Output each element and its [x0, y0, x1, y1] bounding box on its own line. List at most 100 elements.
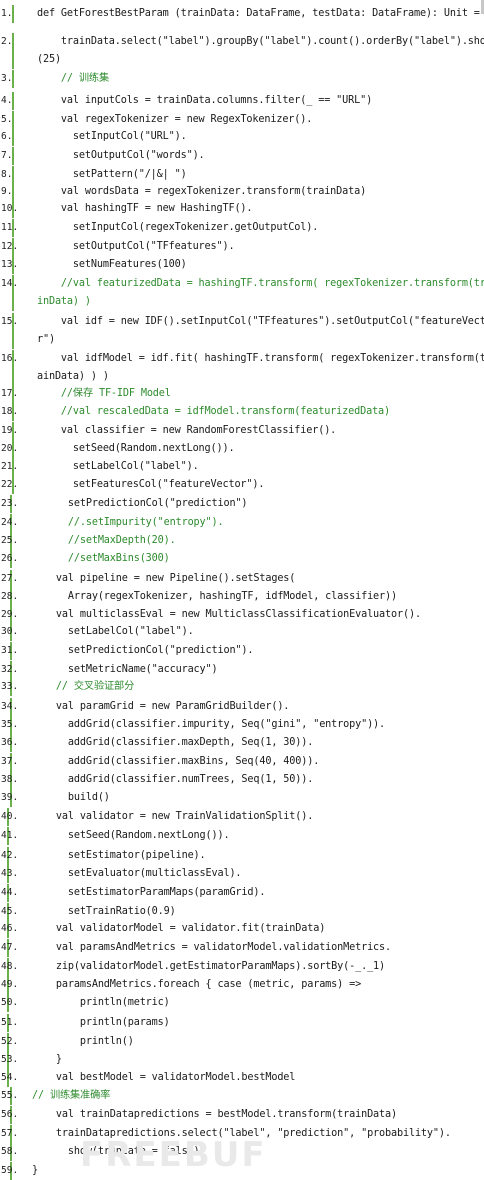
line-number: 1. — [1, 8, 13, 19]
line-number: 43. — [1, 868, 19, 879]
code-text[interactable]: // 交叉验证部分 — [32, 681, 135, 692]
line-gutter-bar — [12, 440, 14, 458]
code-line: 46. val validatorModel = validator.fit(t… — [0, 920, 484, 938]
code-text[interactable]: show(truncate = false) — [32, 1146, 200, 1157]
line-number: 49. — [1, 979, 19, 990]
code-text[interactable]: //保存 TF-IDF Model — [37, 388, 171, 399]
code-text[interactable]: setLabelCol("label"). — [37, 461, 199, 472]
code-text[interactable]: setPattern("/|&| ") — [37, 169, 187, 180]
code-text[interactable]: setEstimatorParamMaps(paramGrid). — [32, 887, 266, 898]
line-number: 23. — [1, 498, 19, 509]
code-text[interactable]: setOutputCol("words"). — [37, 150, 205, 161]
code-line: 23. setPredictionCol("prediction") — [0, 495, 484, 513]
code-text[interactable]: val idfModel = idf.fit( hashingTF.transf… — [37, 353, 484, 364]
code-text-wrap[interactable]: r") — [37, 334, 55, 345]
code-text[interactable]: println() — [32, 1036, 134, 1047]
code-text[interactable]: setPredictionCol("prediction"). — [32, 645, 254, 656]
line-number: 17. — [1, 388, 19, 399]
code-line: 26. //setMaxBins(300) — [0, 550, 484, 568]
code-text[interactable]: val trainDatapredictions = bestModel.tra… — [32, 1109, 397, 1120]
code-text[interactable]: val validatorModel = validator.fit(train… — [32, 923, 326, 934]
code-text[interactable]: setEstimator(pipeline). — [32, 850, 206, 861]
code-text[interactable]: setEvaluator(multiclassEval). — [32, 868, 242, 879]
line-gutter-bar — [12, 166, 14, 184]
code-text[interactable]: addGrid(classifier.numTrees, Seq(1, 50))… — [32, 774, 314, 785]
code-text-wrap[interactable]: ainData) ) ) — [37, 371, 109, 382]
line-gutter-bar — [7, 958, 9, 976]
code-text[interactable]: setInputCol("URL"). — [37, 131, 187, 142]
code-text[interactable]: setSeed(Random.nextLong()). — [32, 830, 230, 841]
code-text[interactable]: def GetForestBestParam (trainData: DataF… — [37, 8, 484, 19]
code-text[interactable]: val bestModel = validatorModel.bestModel — [32, 1072, 296, 1083]
code-text[interactable]: val regexTokenizer = new RegexTokenizer(… — [37, 114, 313, 125]
line-number: 55. — [1, 1090, 19, 1101]
code-text[interactable]: val pipeline = new Pipeline().setStages( — [32, 573, 296, 584]
code-text[interactable]: trainData.select("label").groupBy("label… — [37, 36, 484, 47]
line-gutter-bar — [7, 1014, 9, 1032]
line-gutter-bar — [7, 884, 9, 902]
code-text[interactable]: // 训练集准确率 — [32, 1090, 111, 1101]
code-text[interactable]: paramsAndMetrics.foreach { case (metric,… — [32, 979, 362, 990]
line-gutter-bar — [10, 532, 12, 550]
code-line: 32. setMetricName("accuracy") — [0, 661, 484, 679]
code-text[interactable]: //.setImpurity("entropy"). — [32, 517, 224, 528]
code-line: 9. val wordsData = regexTokenizer.transf… — [0, 183, 484, 201]
line-gutter-bar — [10, 1162, 12, 1180]
code-line: 39. build() — [0, 789, 484, 807]
code-text[interactable]: println(params) — [32, 1017, 170, 1028]
line-number: 53. — [1, 1054, 19, 1065]
code-line: 50. println(metric) — [0, 994, 484, 1012]
code-text[interactable]: setTrainRatio(0.9) — [32, 906, 176, 917]
code-text[interactable]: setOutputCol("TFfeatures"). — [37, 241, 235, 252]
line-number: 36. — [1, 737, 19, 748]
line-gutter-bar — [12, 183, 14, 201]
line-gutter-bar — [12, 256, 14, 274]
code-text[interactable]: setLabelCol("label"). — [32, 626, 194, 637]
code-text-wrap[interactable]: (25) — [37, 54, 61, 65]
code-text[interactable]: Array(regexTokenizer, hashingTF, idfMode… — [32, 591, 397, 602]
scrollbar-thumb[interactable] — [481, 0, 484, 14]
code-text[interactable]: setMetricName("accuracy") — [32, 664, 218, 675]
line-number: 35. — [1, 719, 19, 730]
code-text[interactable]: } — [32, 1054, 62, 1065]
code-text[interactable]: val classifier = new RandomForestClassif… — [37, 425, 337, 436]
code-text[interactable]: // 训练集 — [37, 73, 109, 84]
code-text[interactable]: val hashingTF = new HashingTF(). — [37, 203, 253, 214]
code-text[interactable]: val multiclassEval = new MulticlassClass… — [32, 609, 421, 620]
code-text[interactable]: addGrid(classifier.impurity, Seq("gini",… — [32, 719, 386, 730]
code-text[interactable]: //val featurizedData = hashingTF.transfo… — [37, 278, 484, 289]
code-text[interactable]: //val rescaledData = idfModel.transform(… — [37, 406, 391, 417]
code-line: 13. setNumFeatures(100) — [0, 256, 484, 274]
code-text[interactable]: //setMaxDepth(20). — [32, 535, 176, 546]
code-text[interactable]: val validator = new TrainValidationSplit… — [32, 811, 314, 822]
code-text[interactable]: setInputCol(regexTokenizer.getOutputCol)… — [37, 222, 319, 233]
code-text[interactable]: zip(validatorModel.getEstimatorParamMaps… — [32, 961, 386, 972]
code-line: 47. val paramsAndMetrics = validatorMode… — [0, 939, 484, 957]
code-text[interactable]: //setMaxBins(300) — [32, 553, 170, 564]
code-line: 52. println() — [0, 1033, 484, 1051]
code-text[interactable]: build() — [32, 792, 110, 803]
code-text-wrap[interactable]: inData) ) — [37, 296, 91, 307]
code-text[interactable]: addGrid(classifier.maxDepth, Seq(1, 30))… — [32, 737, 314, 748]
line-gutter-bar — [7, 994, 9, 1012]
code-line: 43. setEvaluator(multiclassEval). — [0, 865, 484, 883]
code-text[interactable]: trainDatapredictions.select("label", "pr… — [32, 1128, 451, 1139]
code-text[interactable]: val paramsAndMetrics = validatorModel.va… — [32, 942, 392, 953]
code-text[interactable]: addGrid(classifier.maxBins, Seq(40, 400)… — [32, 756, 320, 767]
line-gutter-bar — [7, 976, 9, 994]
code-line: 35. addGrid(classifier.impurity, Seq("gi… — [0, 716, 484, 734]
code-text[interactable]: val inputCols = trainData.columns.filter… — [37, 95, 373, 106]
line-gutter-bar — [10, 753, 12, 771]
code-text[interactable]: val idf = new IDF().setInputCol("TFfeatu… — [37, 316, 484, 327]
code-text[interactable]: val wordsData = regexTokenizer.transform… — [37, 186, 367, 197]
code-text[interactable]: setPredictionCol("prediction") — [32, 498, 248, 509]
line-number: 51. — [1, 1017, 19, 1028]
code-text[interactable]: setFeaturesCol("featureVector"). — [37, 479, 265, 490]
code-text[interactable]: setSeed(Random.nextLong()). — [37, 443, 235, 454]
code-text[interactable]: val paramGrid = new ParamGridBuilder(). — [32, 701, 290, 712]
line-gutter-bar — [12, 200, 14, 218]
code-text[interactable]: println(metric) — [32, 997, 170, 1008]
code-text[interactable]: } — [32, 1165, 38, 1176]
code-text[interactable]: setNumFeatures(100) — [37, 259, 187, 270]
code-line: 2. trainData.select("label").groupBy("la… — [0, 33, 484, 69]
